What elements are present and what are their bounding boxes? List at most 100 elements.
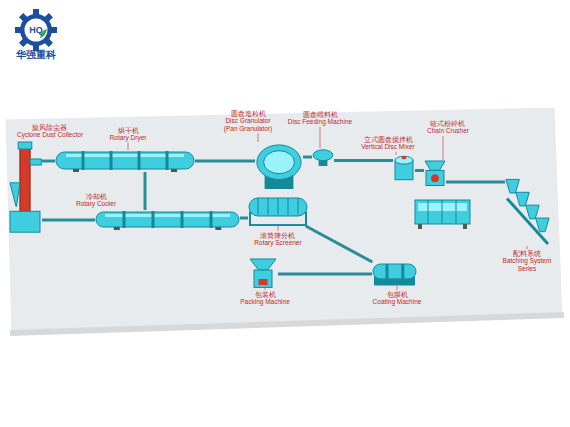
screening-unit bbox=[415, 200, 470, 229]
conveyor-line bbox=[278, 273, 372, 276]
machine-node: 圆盘喂料机Disc Feeding Machine bbox=[312, 148, 334, 166]
logo-mark: HQ bbox=[29, 26, 43, 35]
drawing-part bbox=[152, 211, 155, 228]
machine-drawing bbox=[312, 148, 334, 166]
machine-node: 链式粉碎机Chain Crusher bbox=[424, 160, 446, 186]
gear-logo bbox=[15, 9, 57, 51]
machine-drawing bbox=[95, 210, 240, 230]
drawing-part bbox=[210, 211, 213, 228]
machine-drawing bbox=[8, 140, 42, 235]
machine-drawing bbox=[248, 258, 278, 288]
machine-drawing bbox=[255, 142, 303, 190]
conveyor-line bbox=[334, 159, 393, 162]
drawing-part bbox=[15, 9, 57, 51]
leader-line bbox=[258, 133, 259, 142]
machine-drawing bbox=[505, 178, 550, 246]
machine-node: 立式圆盘搅拌机Vertical Disc Mixer bbox=[393, 155, 415, 181]
leader-line bbox=[527, 246, 528, 249]
label-en: Batching System Series bbox=[501, 257, 553, 272]
label-zh: 冷却机 bbox=[76, 193, 116, 200]
machine-label: 圆盘喂料机Disc Feeding Machine bbox=[288, 111, 352, 126]
drawing-part bbox=[431, 174, 439, 182]
drawing-part bbox=[268, 198, 269, 215]
machine-label: 链式粉碎机Chain Crusher bbox=[427, 120, 469, 135]
label-zh: 立式圆盘搅拌机 bbox=[361, 136, 414, 143]
drawing-part bbox=[166, 151, 169, 170]
brand-name: 华强重科 bbox=[16, 50, 56, 60]
label-en: Coating Machine bbox=[373, 298, 422, 305]
machine-label: 配料系统Batching System Series bbox=[501, 250, 553, 272]
machine-node: 包装机Packing Machine bbox=[248, 258, 278, 288]
label-zh: 滚筒筛分机 bbox=[254, 232, 301, 239]
drawing-part bbox=[395, 156, 413, 164]
drawing-part bbox=[258, 198, 259, 215]
floor-shade bbox=[10, 312, 564, 336]
label-zh: 圆盘造粒机 bbox=[218, 110, 278, 117]
leader-line bbox=[443, 136, 444, 160]
drawing-part bbox=[10, 183, 20, 207]
drawing-part bbox=[138, 151, 141, 170]
drawing-part bbox=[415, 200, 470, 224]
drawing-part bbox=[20, 14, 52, 46]
drawing-part bbox=[257, 145, 301, 180]
conveyor-line bbox=[240, 217, 248, 220]
machine-drawing bbox=[248, 196, 308, 226]
drawing-part bbox=[171, 169, 177, 172]
machine-node: 包膜机Coating Machine bbox=[372, 262, 417, 286]
drawing-part bbox=[506, 179, 520, 193]
drawing-part bbox=[96, 212, 239, 227]
conveyor-line bbox=[303, 156, 312, 159]
leader-line bbox=[265, 288, 266, 290]
drawing-part bbox=[386, 264, 389, 279]
machine-drawing bbox=[393, 155, 415, 181]
drawing-part bbox=[249, 198, 307, 216]
drawing-part bbox=[181, 211, 184, 228]
label-zh: 圆盘喂料机 bbox=[288, 111, 352, 118]
leader-line bbox=[396, 152, 397, 155]
drawing-part bbox=[426, 170, 444, 185]
drawing-part bbox=[114, 227, 120, 230]
drawing-part bbox=[516, 192, 530, 206]
label-en: Rotary Cooler bbox=[76, 200, 116, 207]
drawing-part bbox=[30, 159, 41, 165]
machine-drawing bbox=[372, 262, 417, 286]
conveyor-line bbox=[144, 172, 147, 210]
conveyor-line bbox=[446, 181, 505, 184]
machine-label: 旋风除尘器Cyclone Dust Collector bbox=[17, 124, 83, 139]
label-en: Disc Granulator (Pan Granulator) bbox=[218, 117, 278, 132]
drawing-part bbox=[278, 198, 279, 215]
drawing-part bbox=[536, 218, 550, 232]
machine-label: 烘干机Rotary Dryer bbox=[110, 127, 147, 142]
conveyor-line bbox=[306, 226, 373, 262]
label-zh: 包膜机 bbox=[373, 291, 422, 298]
conveyor-line bbox=[42, 219, 95, 222]
drawing-part bbox=[442, 200, 443, 224]
drawing-part bbox=[73, 169, 79, 172]
drawing-part bbox=[254, 270, 272, 287]
leader-line bbox=[128, 143, 129, 150]
machine-label: 圆盘造粒机Disc Granulator (Pan Granulator) bbox=[218, 110, 278, 132]
machine-node: 烘干机Rotary Dryer bbox=[55, 150, 195, 172]
drawing-part bbox=[456, 200, 457, 224]
machine-node: 配料系统Batching System Series bbox=[505, 178, 550, 246]
machine-label: 包装机Packing Machine bbox=[240, 291, 290, 306]
drawing-part bbox=[215, 227, 221, 230]
floor-slab bbox=[4, 106, 564, 336]
leader-line bbox=[320, 127, 321, 148]
drawing-part bbox=[425, 161, 445, 170]
label-en: Vertical Disc Mixer bbox=[361, 143, 414, 150]
drawing-part bbox=[250, 259, 276, 270]
machine-label: 立式圆盘搅拌机Vertical Disc Mixer bbox=[361, 136, 414, 151]
drawing-part bbox=[110, 151, 113, 170]
label-en: Chain Crusher bbox=[427, 127, 469, 134]
drawing-part bbox=[428, 200, 429, 224]
conveyor-line bbox=[195, 160, 255, 163]
machine-node: 圆盘造粒机Disc Granulator (Pan Granulator) bbox=[255, 142, 303, 190]
drawing-part bbox=[123, 211, 126, 228]
conveyor-line bbox=[415, 169, 424, 172]
machine-node: 滚筒筛分机Rotary Screener bbox=[248, 196, 308, 226]
machine-drawing bbox=[55, 150, 195, 172]
drawing-part bbox=[264, 151, 295, 174]
drawing-part bbox=[18, 142, 32, 149]
drawing-part bbox=[25, 19, 48, 42]
